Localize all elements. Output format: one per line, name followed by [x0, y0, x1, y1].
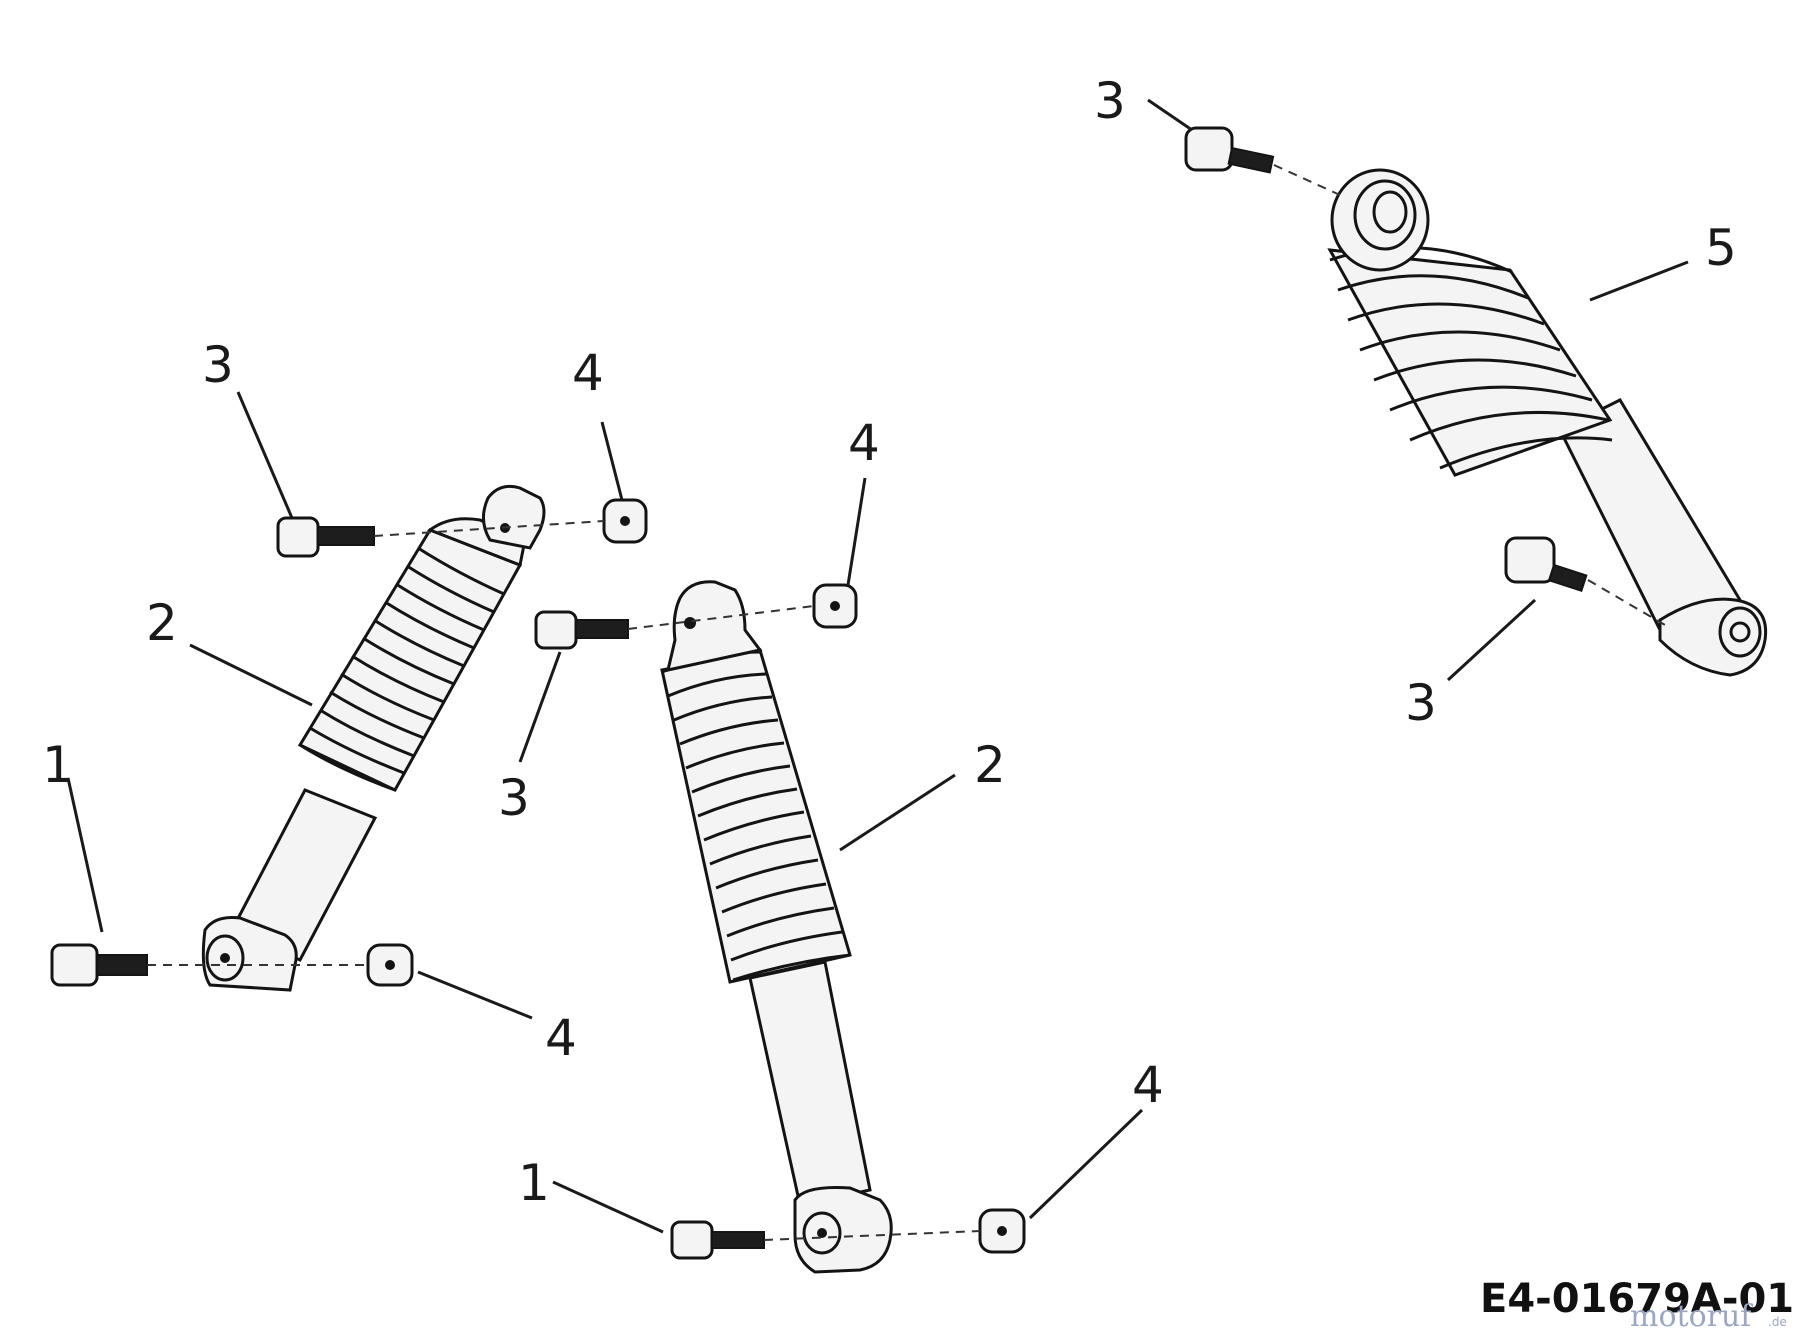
callout-part-3-right-top: 3 — [1094, 72, 1126, 130]
callout-part-3-middle: 3 — [498, 769, 530, 827]
nut-4-middle-bottom — [978, 1208, 1026, 1254]
shock-absorber-middle — [660, 580, 893, 1274]
bolt-1-left — [50, 943, 148, 987]
callout-part-4-middle-top: 4 — [848, 414, 880, 472]
callout-part-4-left-top: 4 — [572, 344, 604, 402]
callout-part-2-left: 2 — [146, 594, 178, 652]
callout-part-4-left-bottom: 4 — [545, 1009, 577, 1067]
callout-part-3-left: 3 — [202, 336, 234, 394]
bolt-3-right-top — [1184, 126, 1275, 174]
callout-numbers: 1 1 2 2 3 3 3 3 4 4 4 4 5 — [42, 72, 1737, 1212]
bolt-3-right-bottom — [1504, 536, 1588, 592]
assembly-axes — [147, 164, 1666, 1241]
callout-part-5: 5 — [1705, 219, 1737, 277]
bolt-3-middle — [534, 610, 629, 650]
watermark-suffix: .de — [1768, 1315, 1787, 1329]
nut-4-left-top — [602, 498, 648, 544]
spring-coils-left — [299, 546, 505, 792]
callout-part-4-middle-bottom: 4 — [1132, 1056, 1164, 1114]
drawing-code: E4-01679A-01 — [1480, 1276, 1794, 1322]
watermark: motoruf — [1630, 1299, 1753, 1334]
nut-4-left-bottom — [366, 943, 414, 987]
callout-part-2-middle: 2 — [974, 736, 1006, 794]
bolt-3-left-top — [276, 516, 375, 558]
callout-part-3-right-bottom: 3 — [1405, 674, 1437, 732]
callout-part-1-middle: 1 — [518, 1154, 550, 1212]
nut-4-middle-top — [812, 583, 858, 629]
shock-absorber-right — [1327, 168, 1768, 677]
callout-part-1-left: 1 — [42, 736, 74, 794]
bolt-1-middle — [670, 1220, 765, 1260]
shock-absorber-left — [201, 484, 546, 992]
leader-lines — [66, 98, 1689, 1234]
